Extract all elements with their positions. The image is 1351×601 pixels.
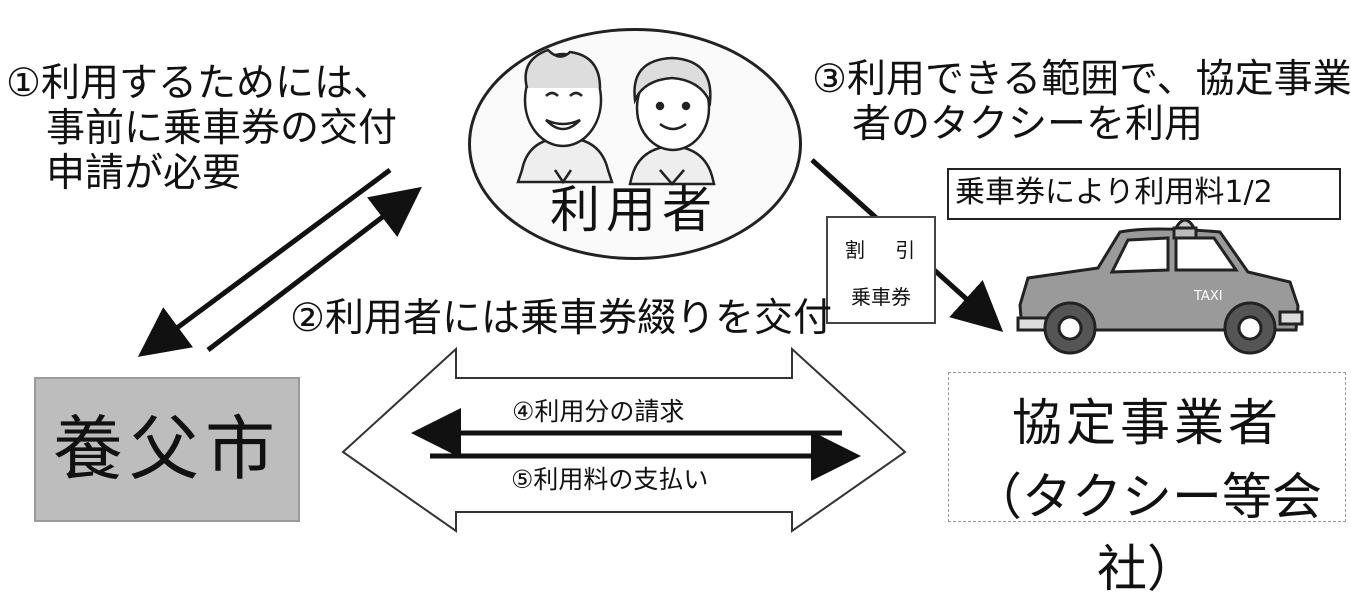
ticket-line2: 乗車券 bbox=[851, 285, 911, 309]
user-label: 利用者 bbox=[550, 181, 718, 239]
step2-text: ②利用者には乗車券綴りを交付 bbox=[290, 296, 832, 341]
step3-line2: 者のタクシーを利用 bbox=[852, 101, 1204, 147]
taxi-sign: TAXI bbox=[1193, 289, 1223, 304]
taxi-icon: TAXI bbox=[1016, 218, 1304, 355]
step4-text: ④利用分の請求 bbox=[512, 397, 685, 426]
step1-line1: ①利用するためには、 bbox=[6, 61, 392, 106]
discount-ticket-box: 割 引 乗車券 bbox=[826, 216, 936, 324]
city-node: 養父市 bbox=[34, 377, 300, 522]
step1-text: ①利用するためには、 事前に乗車券の交付 申請が必要 bbox=[6, 61, 398, 197]
issue-arrow bbox=[206, 186, 422, 352]
fare-note: 乗車券により利用料1/2 bbox=[947, 168, 1341, 220]
step1-line2: 事前に乗車券の交付 bbox=[46, 105, 398, 151]
step3-text: ③利用できる範囲で、協定事業 者のタクシーを利用 bbox=[812, 57, 1351, 148]
partner-node: 協定事業者 （タクシー等会社） bbox=[948, 372, 1346, 598]
step1-line3: 申請が必要 bbox=[46, 150, 242, 196]
ticket-line1: 割 引 bbox=[844, 238, 928, 262]
user-node bbox=[468, 28, 802, 260]
step3-line1: ③利用できる範囲で、協定事業 bbox=[812, 57, 1351, 102]
partner-line1: 協定事業者 bbox=[1012, 394, 1282, 452]
diagram-graphics: TAXI bbox=[137, 48, 1304, 533]
partner-line2: （タクシー等会社） bbox=[972, 468, 1322, 598]
request-arrow bbox=[137, 167, 392, 357]
elderly-couple-icon bbox=[516, 48, 716, 186]
step5-text: ⑤利用料の支払い bbox=[511, 465, 709, 494]
exchange-double-arrow bbox=[341, 346, 907, 533]
